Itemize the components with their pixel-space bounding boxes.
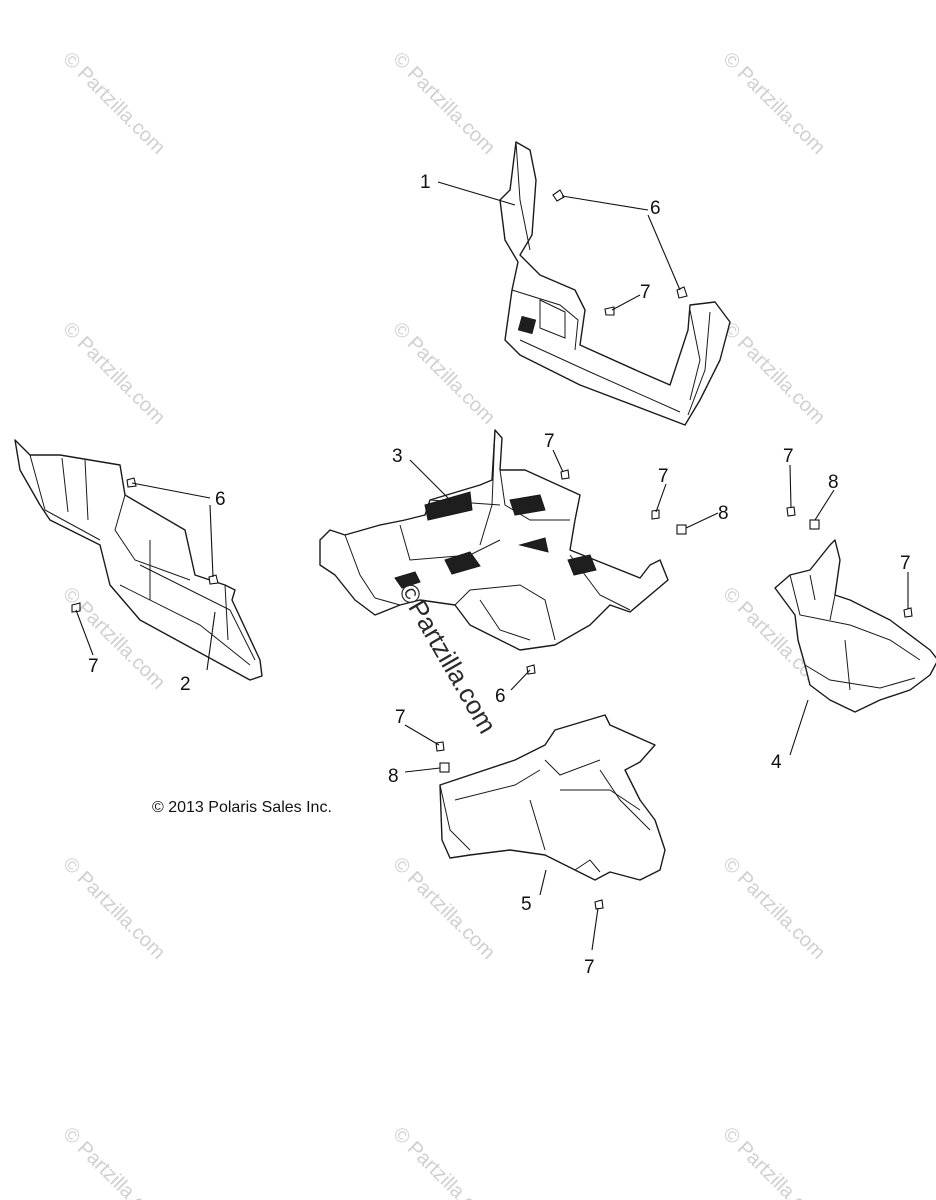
callout-7: 7 — [88, 656, 99, 677]
clip-icon — [809, 519, 820, 530]
watermark-text: © Partzilla.com — [58, 318, 169, 429]
watermark-text: © Partzilla.com — [388, 318, 499, 429]
push-rivet-icon — [126, 477, 137, 488]
callout-4: 4 — [771, 752, 782, 773]
watermark-text: © Partzilla.com — [58, 48, 169, 159]
callout-7: 7 — [544, 431, 555, 452]
push-rivet-icon — [903, 607, 913, 618]
copyright-notice: © 2013 Polaris Sales Inc. — [152, 799, 332, 816]
callout-7: 7 — [658, 466, 669, 487]
watermark-text: © Partzilla.com — [388, 1123, 499, 1200]
watermark-text: © Partzilla.com — [58, 853, 169, 964]
callout-7: 7 — [640, 282, 651, 303]
clip-icon — [439, 762, 450, 773]
watermark-text: © Partzilla.com — [58, 1123, 169, 1200]
callout-8: 8 — [388, 766, 399, 787]
push-rivet-icon — [676, 286, 688, 299]
callout-6: 6 — [650, 198, 661, 219]
push-rivet-icon — [208, 574, 219, 585]
part-4-side-panel — [774, 539, 936, 713]
push-rivet-icon — [560, 469, 570, 480]
clip-icon — [676, 524, 687, 535]
callout-1: 1 — [420, 172, 431, 193]
callout-6: 6 — [495, 686, 506, 707]
callout-5: 5 — [521, 894, 532, 915]
callout-7: 7 — [783, 446, 794, 467]
leader-lines — [75, 181, 909, 951]
callouts: 1 6 7 6 7 2 3 7 7 8 7 8 7 4 6 7 8 5 7 — [88, 172, 911, 978]
part-1-panel — [499, 141, 731, 426]
push-rivet-icon — [786, 506, 796, 517]
part-5-lower-floor — [439, 714, 666, 881]
watermark-text: © Partzilla.com — [388, 853, 499, 964]
callout-7: 7 — [900, 553, 911, 574]
callout-7: 7 — [584, 957, 595, 978]
callout-3: 3 — [392, 446, 403, 467]
push-rivet-icon — [651, 509, 660, 520]
part-3-floor — [319, 429, 669, 651]
watermark-text: © Partzilla.com — [718, 48, 829, 159]
watermark-text: © Partzilla.com — [388, 48, 499, 159]
callout-6: 6 — [215, 489, 226, 510]
watermark-text: © Partzilla.com — [718, 318, 829, 429]
callout-8: 8 — [718, 503, 729, 524]
push-rivet-icon — [594, 899, 604, 910]
callout-8: 8 — [828, 472, 839, 493]
push-rivet-icon — [552, 189, 565, 202]
push-rivet-icon — [604, 306, 615, 316]
watermark-text: © Partzilla.com — [718, 1123, 829, 1200]
push-rivet-icon — [71, 602, 81, 613]
watermark-text: © Partzilla.com — [718, 853, 829, 964]
callout-7: 7 — [395, 707, 406, 728]
part-2-side-panel — [14, 439, 263, 681]
callout-2: 2 — [180, 674, 191, 695]
